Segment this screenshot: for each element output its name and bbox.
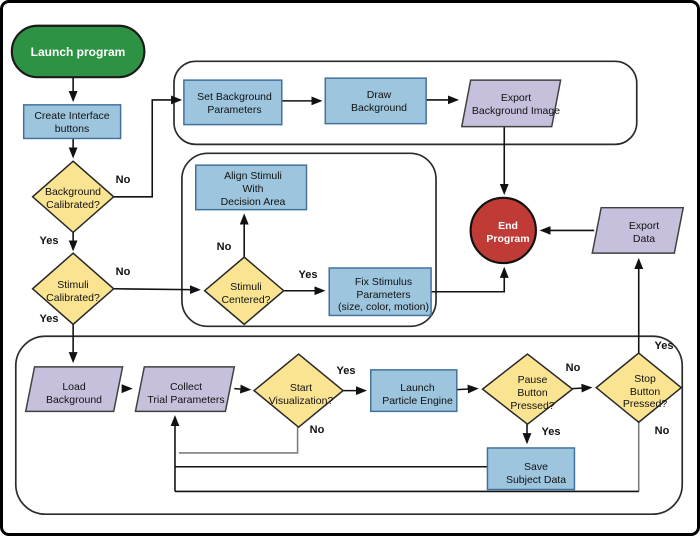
shape-end-program (469, 196, 537, 265)
shape-launch (10, 24, 146, 79)
shape-export-bg-image (460, 79, 562, 128)
shape-draw-bg (324, 77, 427, 125)
flowchart-shapes-and-arrows (10, 24, 685, 516)
shape-create-interface (22, 104, 122, 140)
shape-collect-trial (134, 366, 236, 413)
shape-stop-pressed (595, 352, 683, 424)
edge-pause-no-to-stop (572, 383, 593, 393)
shape-stimuli-calibrated (31, 252, 115, 326)
shape-start-vis (252, 353, 345, 429)
shape-set-bg-params (183, 79, 283, 126)
shape-load-bg (24, 366, 124, 413)
group-container-2 (181, 152, 437, 328)
edge-startvis-no-return (178, 427, 299, 454)
shape-export-data (591, 206, 685, 254)
shape-launch-particle (370, 369, 458, 413)
shape-fix-stimulus (328, 267, 432, 317)
edge-particle-to-pause (456, 384, 479, 394)
shape-pause-pressed (481, 353, 574, 426)
group-container-3 (14, 335, 684, 516)
shape-align-stimuli (195, 164, 308, 211)
shape-bg-calibrated (31, 160, 115, 234)
edge-collect-to-startvis (234, 384, 252, 394)
edge-fix-to-end (431, 266, 509, 293)
edge-bgcal-no-to-setbg (113, 95, 183, 198)
shape-stimuli-centered (203, 256, 285, 326)
edge-stimcal-no-to-centered (113, 285, 201, 295)
shape-save-subject (486, 447, 576, 491)
